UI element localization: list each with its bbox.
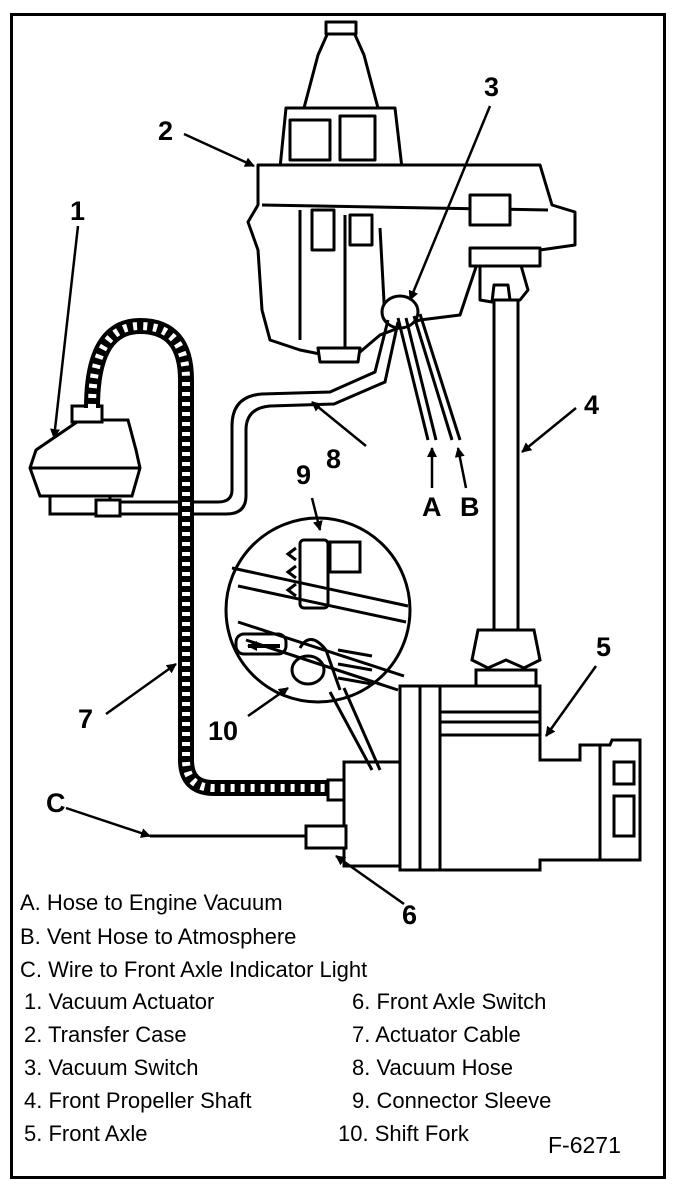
legend-item-3: 3. Vacuum Switch xyxy=(24,1055,199,1080)
vacuum-actuator xyxy=(28,404,142,518)
transfer-case xyxy=(246,20,577,364)
callout-5: 5 xyxy=(596,632,612,662)
detail-inset xyxy=(224,516,412,771)
legend-item-6: 6. Front Axle Switch xyxy=(352,989,547,1014)
legend-item-a: A. Hose to Engine Vacuum xyxy=(20,890,283,915)
hoses-a-b xyxy=(396,313,462,441)
callout-9: 9 xyxy=(296,460,312,490)
callout-2: 2 xyxy=(158,116,174,146)
callout-6: 6 xyxy=(402,900,418,930)
front-axle-switch xyxy=(304,824,348,850)
callout-10: 10 xyxy=(208,716,239,746)
legend-item-b: B. Vent Hose to Atmosphere xyxy=(20,924,297,949)
callout-a: A xyxy=(422,492,442,522)
legend-item-8: 8. Vacuum Hose xyxy=(352,1055,514,1080)
legend-item-7: 7. Actuator Cable xyxy=(352,1022,521,1047)
front-propeller-shaft xyxy=(470,298,542,690)
legend-item-9: 9. Connector Sleeve xyxy=(352,1088,552,1113)
callout-8: 8 xyxy=(326,444,342,474)
legend-item-10: 10. Shift Fork xyxy=(338,1121,469,1146)
callout-1: 1 xyxy=(70,196,86,226)
vacuum-hose xyxy=(118,319,400,516)
legend-item-1: 1. Vacuum Actuator xyxy=(24,989,215,1014)
actuator-cable xyxy=(84,317,340,796)
legend-item-4: 4. Front Propeller Shaft xyxy=(24,1088,252,1113)
front-axle xyxy=(326,684,642,872)
leader-lines xyxy=(50,105,598,906)
legend-item-5: 5. Front Axle xyxy=(24,1121,148,1146)
figure-id: F-6271 xyxy=(548,1132,621,1158)
callout-b: B xyxy=(460,492,480,522)
legend-item-c: C. Wire to Front Axle Indicator Light xyxy=(20,957,368,982)
callout-c: C xyxy=(46,788,66,818)
callout-7: 7 xyxy=(78,704,94,734)
callout-4: 4 xyxy=(584,390,600,420)
callout-3: 3 xyxy=(484,72,500,102)
legend-item-2: 2. Transfer Case xyxy=(24,1022,187,1047)
